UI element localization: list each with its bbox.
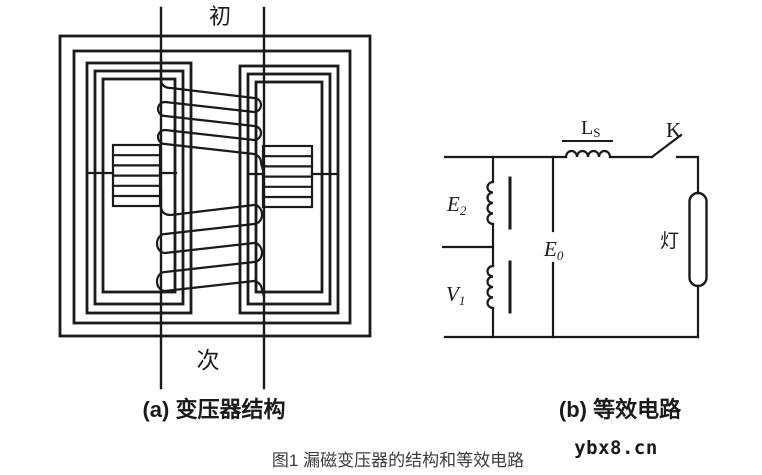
left-window-rect-inner (101, 77, 177, 294)
primary-winding (156, 58, 265, 172)
primary-side-label: 初 (209, 4, 231, 29)
core-second-rect (72, 49, 352, 325)
primary-voltage-label: V1 (446, 282, 465, 308)
core-laminations (58, 34, 372, 338)
structure-caption: (a) 变压器结构 (142, 397, 285, 422)
equivalent-circuit-diagram (441, 133, 708, 339)
watermark: ybx8.cn (574, 437, 658, 459)
transformer-structure-diagram (58, 6, 372, 390)
switch-blade (650, 133, 683, 159)
lamp-tube (688, 191, 708, 288)
series-inductor-coil (564, 149, 612, 159)
secondary-side-label: 次 (197, 347, 220, 373)
secondary-winding (155, 188, 266, 298)
figure-caption: 图1 漏磁变压器的结构和等效电路 (272, 451, 524, 470)
secondary-winding-turns (155, 188, 266, 298)
left-window-rect-mid (93, 69, 185, 306)
right-window-rect-outer (238, 64, 340, 315)
primary-voltage-coil (486, 264, 495, 310)
right-window-rect-inner (254, 80, 324, 294)
secondary-emf-coil (486, 180, 495, 226)
shunt-stack-right-laminations (261, 155, 314, 199)
output-emf-label: E0 (543, 237, 564, 263)
core-outer-rect (58, 34, 372, 338)
shunt-stack-left-laminations (111, 154, 162, 198)
right-window-rect-mid (246, 72, 332, 306)
magnetic-shunt-left (86, 143, 178, 208)
left-window-rect-outer (85, 61, 193, 315)
leakage-inductance-label: LS (581, 117, 600, 140)
wire-switch-to-lamp (675, 155, 700, 195)
secondary-emf-label: E2 (446, 192, 467, 218)
primary-winding-turns (156, 58, 265, 172)
circuit-caption: (b) 等效电路 (559, 397, 682, 422)
switch-label: K (666, 118, 681, 142)
magnetic-shunt-right (247, 144, 340, 209)
lamp-label: 灯 (660, 230, 679, 252)
